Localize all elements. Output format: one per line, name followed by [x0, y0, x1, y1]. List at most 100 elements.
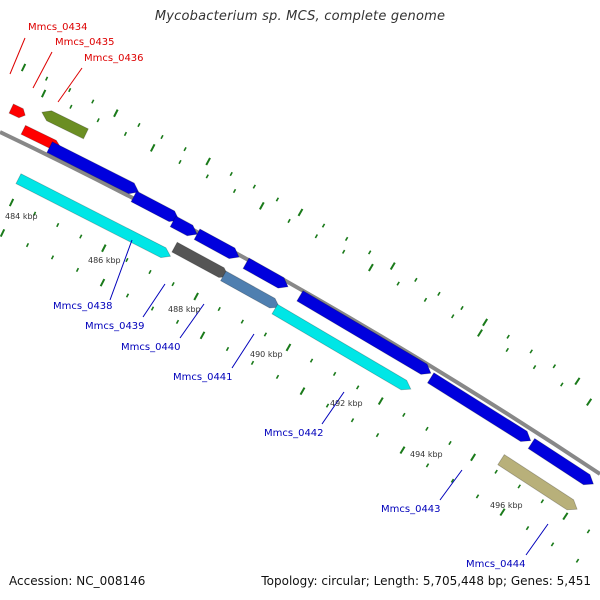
tick-mark	[8, 198, 15, 207]
tick-mark	[33, 211, 37, 216]
tick-mark	[299, 387, 306, 396]
tick-mark	[450, 478, 455, 483]
scale-label-kbp: 484 kbp	[5, 212, 38, 221]
tick-mark	[96, 118, 100, 123]
tick-mark	[205, 157, 211, 166]
gene-feature-mmcs-0444	[497, 454, 578, 511]
tick-mark	[499, 508, 506, 517]
gene-feature-reverse-8	[527, 437, 594, 486]
tick-mark	[586, 529, 591, 534]
tick-mark	[525, 526, 530, 531]
tick-mark	[123, 131, 128, 137]
tick-mark	[68, 87, 72, 93]
map-title: Mycobacterium sp. MCS, complete genome	[154, 9, 446, 24]
tick-mark	[414, 277, 418, 282]
tick-mark	[344, 236, 349, 242]
tick-mark	[477, 329, 483, 337]
scale-label-kbp: 488 kbp	[168, 305, 201, 314]
gene-label-mmcs-0444: Mmcs_0444	[466, 559, 526, 570]
gene-label-mmcs-0435: Mmcs_0435	[55, 37, 115, 48]
tick-mark	[367, 250, 372, 255]
tick-mark	[332, 371, 337, 377]
tick-mark	[287, 218, 291, 224]
gene-label-mmcs-0436: Mmcs_0436	[84, 53, 144, 64]
label-leader-line	[525, 523, 549, 556]
tick-mark	[314, 234, 319, 239]
genome-stats-text: Topology: circular; Length: 5,705,448 bp…	[261, 574, 591, 588]
gene-feature-mmcs-0442	[271, 303, 412, 391]
tick-mark	[517, 484, 521, 489]
tick-mark	[232, 188, 237, 194]
scale-label-kbp: 486 kbp	[88, 256, 121, 265]
tick-mark	[448, 440, 452, 446]
tick-mark	[285, 343, 292, 352]
label-leaders	[9, 37, 549, 556]
tick-mark	[470, 453, 477, 462]
tick-mark	[217, 306, 221, 312]
gene-feature-reverse-5	[242, 257, 289, 289]
tick-mark	[229, 171, 233, 177]
gene-feature-reverse-7	[426, 372, 532, 442]
tick-mark	[41, 89, 47, 98]
tick-mark	[275, 374, 280, 380]
tick-mark	[425, 463, 430, 468]
gene-label-mmcs-0441: Mmcs_0441	[173, 372, 233, 383]
tick-mark	[505, 347, 510, 353]
tick-mark	[475, 494, 480, 499]
gene-feature-mmcs-0441	[220, 270, 280, 309]
tick-mark	[402, 412, 406, 417]
tick-mark	[20, 63, 27, 72]
gene-feature-mmcs-0436	[41, 110, 89, 140]
tick-mark	[297, 208, 304, 217]
tick-mark	[56, 222, 60, 228]
tick-mark	[160, 134, 164, 140]
label-leader-line	[142, 283, 166, 318]
tick-mark	[550, 542, 555, 547]
label-leader-line	[109, 239, 133, 301]
gene-feature-mmcs-0435	[20, 124, 62, 150]
gene-feature-reverse-4	[193, 228, 240, 260]
tick-mark	[175, 319, 180, 324]
tick-mark	[193, 292, 199, 301]
tick-mark	[506, 334, 510, 339]
tick-mark	[368, 263, 374, 272]
gene-feature-mmcs-0434	[8, 103, 26, 119]
tick-mark	[451, 314, 455, 319]
tick-mark	[389, 262, 396, 271]
genome-backbone-arc	[0, 130, 600, 476]
tick-mark	[586, 398, 593, 407]
tick-mark	[91, 99, 95, 104]
tick-mark	[437, 291, 441, 296]
tick-mark	[225, 346, 230, 352]
tick-mark	[25, 242, 30, 248]
tick-mark	[79, 234, 83, 239]
tick-mark	[148, 269, 152, 275]
tick-mark	[562, 512, 569, 521]
tick-mark	[529, 349, 533, 354]
scale-label-kbp: 490 kbp	[250, 350, 283, 359]
gene-feature-reverse-1	[46, 141, 140, 195]
gene-label-mmcs-0440: Mmcs_0440	[121, 342, 181, 353]
tick-mark	[101, 244, 107, 253]
tick-mark	[171, 282, 175, 287]
genome-backbone	[0, 130, 600, 476]
label-leader-line	[9, 37, 26, 75]
label-leader-line	[179, 303, 205, 339]
tick-mark	[375, 432, 380, 438]
tick-mark	[574, 377, 581, 386]
tick-mark	[69, 104, 73, 109]
tick-mark	[377, 397, 384, 406]
tick-mark	[396, 281, 400, 286]
tick-mark	[240, 319, 244, 324]
tick-mark	[575, 558, 580, 563]
tick-mark	[425, 426, 429, 431]
label-leader-line	[57, 67, 83, 103]
tick-mark	[355, 385, 360, 390]
tick-mark	[50, 255, 55, 260]
tick-mark	[150, 143, 156, 152]
tick-mark	[325, 403, 330, 408]
gene-feature-reverse-2	[130, 190, 180, 223]
tick-mark	[113, 109, 119, 118]
tick-mark	[540, 499, 545, 504]
tick-mark	[99, 278, 106, 287]
